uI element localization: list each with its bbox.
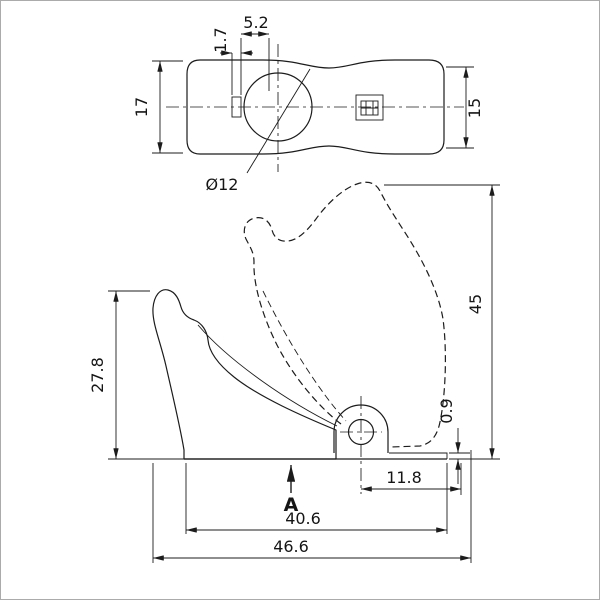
guard-open-outline [243,181,446,448]
base-plate-edge [389,452,448,459]
dim-height-left-label: 17 [132,97,151,117]
dim-height-right-label: 15 [465,98,484,118]
diameter-leader-line [246,68,311,174]
dim-overall-width-label: 46.6 [273,537,309,556]
dim-closed-height-label: 27.8 [88,357,107,393]
dim-pivot-offset-label: 11.8 [386,468,422,487]
pivot-pin-knurl [361,101,378,115]
section-label: A [284,494,299,516]
dim-offset-label: 1.7 [211,27,230,52]
guard-closed-inner-surface [197,324,338,427]
dim-slot-width-label: 5.2 [243,13,268,32]
top-view: Ø12 5.2 1.7 17 15 [132,13,484,194]
side-view: 27.8 45 0.9 11.8 A 40.6 46.6 [88,181,500,563]
dim-base-thickness-label: 0.9 [437,398,456,423]
top-view-outline [186,59,445,155]
dim-hole-diameter-label: Ø12 [206,175,239,194]
guard-closed-outline [152,289,337,460]
pivot-pin-outer [355,94,384,121]
guard-open-inner-surface [262,290,347,422]
dim-open-height-label: 45 [466,294,485,314]
dim-inner-width-label: 40.6 [285,509,321,528]
